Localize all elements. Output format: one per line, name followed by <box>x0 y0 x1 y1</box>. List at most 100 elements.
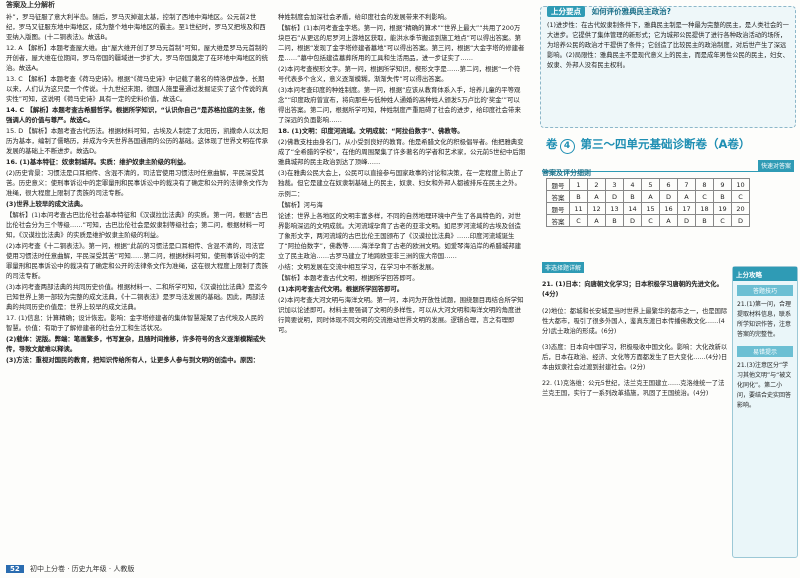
paragraph: (2)本问考查《十二铜表法》。第一问，根据“此前的习惯法是口耳相传、含混不清的，… <box>6 242 268 280</box>
answer-cell: A <box>587 190 606 203</box>
paragraph: (3)方法：重视对国民的教育，把知识传给所有人，让更多人参与到文明的创造中。原因… <box>6 356 260 364</box>
paragraph: 21. (1)日本：向唐朝文化学习；日本积极学习唐朝的先进文化。(4分) <box>542 281 723 299</box>
answer-cell: C <box>731 190 750 203</box>
paragraph: (3)本问考查两部法典的共同历史价值。根据材料一、二和所学可知，《汉谟拉比法典》… <box>6 283 268 311</box>
answer-cell: C <box>713 214 732 227</box>
answer-cell: B <box>695 214 714 227</box>
left-page: 答案及上分解析 补”，罗马征服了意大利半岛。随后，罗马灭掉迦太基，控制了西地中海… <box>6 1 526 574</box>
answer-cell: 5 <box>641 178 660 191</box>
answer-cell: 10 <box>731 178 750 191</box>
paragraph: 补”，罗马征服了意大利半岛。随后，罗马灭掉迦太基，控制了西地中海地区。公元前2世… <box>6 13 266 41</box>
paragraph: (2)地位：都城和长安城是当时世界上最繁华的都市之一，也是国际性大都市，吸引了很… <box>542 307 728 335</box>
answer-cell: 15 <box>641 202 660 215</box>
exam-title-main: 第三～四单元基础诊断卷（A卷） <box>580 137 751 151</box>
footer-text: 初中上分卷 · 历史九年级 · 人教版 <box>29 565 135 573</box>
paragraph: 17. (1)信息：计算精确；设计恢宏。影响：金字塔修建者的集体智慧凝聚了古代埃… <box>6 314 264 332</box>
answer-cell: 9 <box>713 178 732 191</box>
answer-cell: A <box>641 190 660 203</box>
key-points-tag: 上分要点 <box>547 6 585 17</box>
key-points-text: (1)进步性：在古代奴隶制条件下，雅典民主制是一种最为完整的民主，是人类社会的一… <box>547 22 789 69</box>
answers-label: 答案及评分细则 <box>542 169 591 177</box>
answer-row-label: 答案 <box>546 214 570 227</box>
paragraph: 【解析】本题考查古代文明，根据所学回答即可。 <box>278 274 419 282</box>
answer-cell: B <box>569 190 588 203</box>
answer-cell: 7 <box>677 178 696 191</box>
answer-cell: 16 <box>659 202 678 215</box>
answer-cell: D <box>623 214 642 227</box>
page-number: 52 <box>6 565 24 573</box>
page-footer: 52 初中上分卷 · 历史九年级 · 人教版 <box>6 564 134 574</box>
detail-text: 21. (1)日本：向唐朝文化学习；日本积极学习唐朝的先进文化。(4分) (2)地… <box>542 274 728 405</box>
paragraph: 论述：世界上各地区的文明丰富多样，不同的自然地理环境中产生了各具特色的，对世界影… <box>278 212 522 260</box>
paragraph: 小结：文明发展在交流中相互学习，在学习中不断发展。 <box>278 263 438 271</box>
page-header: 答案及上分解析 <box>6 1 55 9</box>
answer-cell: B <box>605 214 624 227</box>
exam-number-badge: 4 <box>559 139 575 154</box>
paragraph: (3)世界上较早的成文法典。 <box>6 200 87 208</box>
answer-cell: 1 <box>569 178 588 191</box>
answer-cell: B <box>713 190 732 203</box>
answer-cell: 14 <box>623 202 642 215</box>
answers-bar: 答案及评分细则 快速对答案 <box>542 160 794 177</box>
paragraph: 18. (1)文明：印度河流域。文明成就：“阿拉伯数字”、佛教等。 <box>278 127 464 135</box>
answer-cell: 2 <box>587 178 606 191</box>
paragraph: (3)在雅典公民大会上，公民可以直接参与国家政事的讨论和决策，在一定程度上防止了… <box>278 169 524 187</box>
detail-tag: 非选择题详解 <box>542 262 585 273</box>
paragraph: (2)载体：泥版。弊端：笔画繁多，书写复杂，且随时间推移，许多符号的含义逐渐模糊… <box>6 335 266 353</box>
paragraph: 【解析】(1)本问考查古巴比伦社会基本特征和《汉谟拉比法典》的实质。第一问，根据… <box>6 211 268 239</box>
answer-cell: 11 <box>569 202 588 215</box>
answer-cell: D <box>677 214 696 227</box>
answer-row-label: 题号 <box>546 202 570 215</box>
answer-cell: 13 <box>605 202 624 215</box>
answer-cell: B <box>623 190 642 203</box>
answer-row-label: 答案 <box>546 190 570 203</box>
key-points-box: 上分要点 如何评价雅典民主政治? (1)进步性：在古代奴隶制条件下，雅典民主制是… <box>540 6 796 128</box>
paragraph: (2)本问考查大河文明与海洋文明。第一问，本问为开放性试题，围绕题目再结合所学知… <box>278 296 524 334</box>
answer-cell: 6 <box>659 178 678 191</box>
paragraph: (1)本问考查古代文明。根据所学回答即可。 <box>278 285 404 293</box>
answer-cell: 3 <box>605 178 624 191</box>
exam-title-prefix: 卷 <box>546 137 558 151</box>
paragraph: 13. C 【解析】本题考查《荷马史诗》。根据“《荷马史诗》中记载了著名的特洛伊… <box>6 75 268 103</box>
paragraph: 种姓制度会加深社会矛盾，给印度社会的发展带来不利影响。 <box>278 13 451 21</box>
answer-row-label: 题号 <box>546 178 570 191</box>
key-points-title: 如何评价雅典民主政治? <box>591 7 671 16</box>
paragraph: (2)本问考查楔形文字。第一问，根据所学知识，楔形文字是……第二问，根据“一个符… <box>278 65 521 83</box>
paragraph: 22. (1)克洛维：公元5世纪，法兰克王国建立……克洛维统一了法兰克王国，实行… <box>542 380 725 398</box>
left-column: 补”，罗马征服了意大利半岛。随后，罗马灭掉迦太基，控制了西地中海地区。公元前2世… <box>6 12 268 552</box>
key-points-header: 上分要点 如何评价雅典民主政治? <box>547 6 671 17</box>
tips-title: 上分攻略 <box>733 267 797 281</box>
answer-cell: A <box>659 214 678 227</box>
tips-text-1: 21.(1)第一问，合理提取材料信息，联系所学知识作答，注意答案的完整性。 <box>737 301 792 338</box>
answer-cell: C <box>641 214 660 227</box>
paragraph: 【解析】河与海 <box>278 201 323 209</box>
right-column: 种姓制度会加深社会矛盾，给印度社会的发展带来不利影响。【解析】(1)本问考查金字… <box>278 12 526 552</box>
tips-sidebar: 上分攻略 答题技巧 21.(1)第一问，合理提取材料信息，联系所学知识作答，注意… <box>732 266 798 558</box>
answer-cell: C <box>569 214 588 227</box>
answer-cell: D <box>659 190 678 203</box>
answer-cell: 18 <box>695 202 714 215</box>
answer-cell: 17 <box>677 202 696 215</box>
tips-sub-2: 易错提示 <box>737 346 793 357</box>
paragraph: 15. D 【解析】本题考查古代历法。根据材料可知，古埃及人制定了太阳历，凯撒命… <box>6 127 268 155</box>
paragraph: 【解析】(1)本问考查金字塔。第一问，根据“精确的算术”“世界上最大”“共用了2… <box>278 24 525 62</box>
answer-cell: 19 <box>713 202 732 215</box>
paragraph: (2)历史背景：习惯法是口耳相传、含混不清的，司法官使用习惯法时任意曲解，平民深… <box>6 169 268 197</box>
answer-cell: A <box>677 190 696 203</box>
paragraph: 16. (1)基本特征：奴隶制城邦。实质：维护奴隶主阶级的利益。 <box>6 158 190 166</box>
answer-cell: A <box>587 214 606 227</box>
paragraph: 14. C 【解析】本题考查古希腊哲学。根据所学知识，“认识你自己”是苏格拉底的… <box>6 106 265 124</box>
answer-cell: C <box>695 190 714 203</box>
answer-cell: 20 <box>731 202 750 215</box>
answer-cell: 4 <box>623 178 642 191</box>
paragraph: (2)佛教支柱由身名门，从小受到良好的教育。他是希腊文化的积极倡导者。他把雅典变… <box>278 138 526 166</box>
quick-answers-chip: 快速对答案 <box>757 160 794 171</box>
paragraph: 12. A 【解析】本题考查屋大维。由“屋大维开创了罗马元首制”可知，屋大维是罗… <box>6 44 268 72</box>
answer-cell: 12 <box>587 202 606 215</box>
